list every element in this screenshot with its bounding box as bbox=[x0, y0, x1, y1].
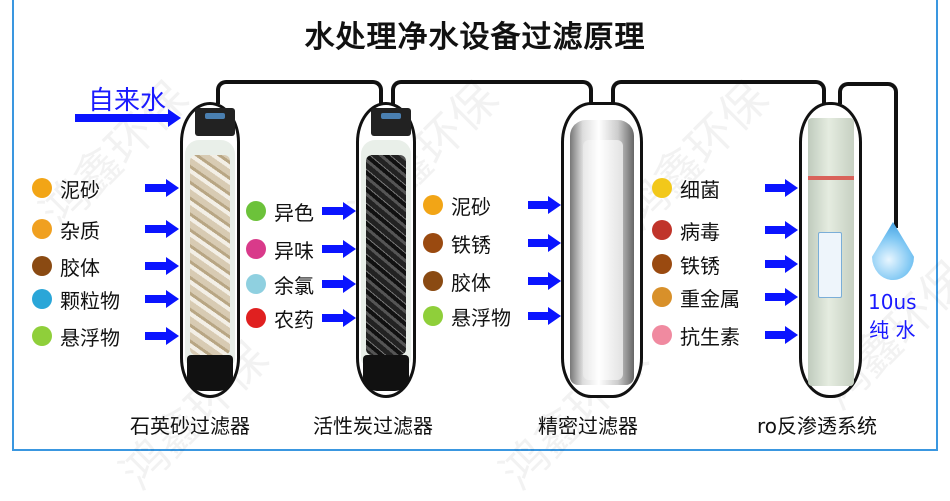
tank-base bbox=[363, 355, 409, 391]
flow-arrow bbox=[145, 327, 179, 345]
tank-base bbox=[187, 355, 233, 391]
contaminant-item: 泥砂 bbox=[423, 192, 491, 219]
valve-icon bbox=[371, 108, 411, 136]
contaminant-label: 农药 bbox=[274, 307, 314, 332]
filter-label: 活性炭过滤器 bbox=[313, 414, 433, 438]
flow-arrow bbox=[322, 202, 356, 220]
flow-arrow bbox=[528, 196, 561, 214]
contaminant-label: 抗生素 bbox=[680, 324, 740, 349]
pure-water-output: 10us 纯 水 bbox=[868, 288, 917, 344]
odor-icon bbox=[246, 239, 266, 259]
contaminant-item: 铁锈 bbox=[652, 251, 720, 278]
contaminant-label: 泥砂 bbox=[60, 177, 100, 202]
flow-arrow bbox=[765, 221, 798, 239]
flow-arrow bbox=[528, 234, 561, 252]
flow-arrow bbox=[145, 257, 179, 275]
flow-arrow bbox=[765, 179, 798, 197]
inlet-label: 自来水 bbox=[88, 86, 167, 116]
inlet-arrow bbox=[75, 109, 181, 127]
valve-icon bbox=[195, 108, 235, 136]
pipe-outlet bbox=[894, 100, 898, 228]
impurity-icon bbox=[32, 219, 52, 239]
ro-membrane-sticker bbox=[818, 232, 842, 298]
contaminant-item: 铁锈 bbox=[423, 230, 491, 257]
contaminant-item: 胶体 bbox=[32, 253, 100, 280]
contaminant-item: 悬浮物 bbox=[423, 303, 511, 330]
bacteria-icon bbox=[652, 178, 672, 198]
contaminant-item: 余氯 bbox=[246, 271, 314, 298]
particle-icon bbox=[32, 289, 52, 309]
color-icon bbox=[246, 201, 266, 221]
chlorine-icon bbox=[246, 274, 266, 294]
suspended-matter-icon bbox=[32, 326, 52, 346]
rust-icon bbox=[652, 254, 672, 274]
rust-icon bbox=[423, 233, 443, 253]
contaminant-item: 颗粒物 bbox=[32, 286, 120, 313]
pesticide-icon bbox=[246, 308, 266, 328]
flow-arrow bbox=[322, 240, 356, 258]
heavy-metal-icon bbox=[652, 287, 672, 307]
contaminant-label: 杂质 bbox=[60, 218, 100, 243]
contaminant-label: 余氯 bbox=[274, 273, 314, 298]
activated-carbon-media bbox=[366, 155, 406, 355]
suspended-matter-icon bbox=[423, 306, 443, 326]
flow-arrow bbox=[145, 179, 179, 197]
contaminant-item: 细菌 bbox=[652, 175, 720, 202]
colloid-icon bbox=[32, 256, 52, 276]
filter-label: 精密过滤器 bbox=[538, 414, 638, 438]
colloid-icon bbox=[423, 271, 443, 291]
contaminant-item: 异味 bbox=[246, 236, 314, 263]
contaminant-item: 悬浮物 bbox=[32, 323, 120, 350]
sand-icon bbox=[423, 195, 443, 215]
contaminant-label: 铁锈 bbox=[680, 253, 720, 278]
ro-membrane-band bbox=[808, 176, 854, 180]
contaminant-item: 抗生素 bbox=[652, 322, 740, 349]
flow-arrow bbox=[528, 307, 561, 325]
contaminant-label: 异色 bbox=[274, 200, 314, 225]
flow-arrow bbox=[145, 220, 179, 238]
contaminant-item: 重金属 bbox=[652, 284, 740, 311]
flow-arrow bbox=[145, 290, 179, 308]
contaminant-label: 重金属 bbox=[680, 286, 740, 311]
flow-arrow bbox=[322, 275, 356, 293]
sand-icon bbox=[32, 178, 52, 198]
flow-arrow bbox=[765, 288, 798, 306]
contaminant-label: 悬浮物 bbox=[60, 325, 120, 350]
antibiotic-icon bbox=[652, 325, 672, 345]
filter-label: ro反渗透系统 bbox=[757, 414, 878, 438]
contaminant-label: 泥砂 bbox=[451, 194, 491, 219]
contaminant-item: 胶体 bbox=[423, 268, 491, 295]
contaminant-label: 异味 bbox=[274, 238, 314, 263]
page-title: 水处理净水设备过滤原理 bbox=[304, 20, 646, 55]
contaminant-item: 农药 bbox=[246, 305, 314, 332]
contaminant-label: 细菌 bbox=[680, 177, 720, 202]
quartz-sand-media bbox=[190, 155, 230, 355]
conductivity-value: 10us bbox=[868, 290, 917, 314]
flow-arrow bbox=[528, 272, 561, 290]
contaminant-item: 泥砂 bbox=[32, 175, 100, 202]
flow-arrow bbox=[322, 309, 356, 327]
pipe-1-2 bbox=[216, 80, 383, 104]
contaminant-label: 铁锈 bbox=[451, 232, 491, 257]
pipe-2-3 bbox=[391, 80, 593, 104]
pure-water-label: 纯 水 bbox=[869, 318, 916, 342]
flow-arrow bbox=[765, 255, 798, 273]
virus-icon bbox=[652, 220, 672, 240]
contaminant-item: 杂质 bbox=[32, 216, 100, 243]
contaminant-label: 胶体 bbox=[60, 255, 100, 280]
contaminant-label: 病毒 bbox=[680, 219, 720, 244]
precision-cartridge bbox=[583, 140, 623, 380]
contaminant-label: 悬浮物 bbox=[451, 305, 511, 330]
pipe-4-out bbox=[838, 82, 898, 104]
flow-arrow bbox=[765, 326, 798, 344]
contaminant-item: 病毒 bbox=[652, 217, 720, 244]
frame-border bbox=[12, 0, 938, 451]
contaminant-label: 颗粒物 bbox=[60, 288, 120, 313]
pipe-3-4 bbox=[611, 80, 826, 104]
filter-label: 石英砂过滤器 bbox=[130, 414, 250, 438]
contaminant-label: 胶体 bbox=[451, 270, 491, 295]
contaminant-item: 异色 bbox=[246, 198, 314, 225]
